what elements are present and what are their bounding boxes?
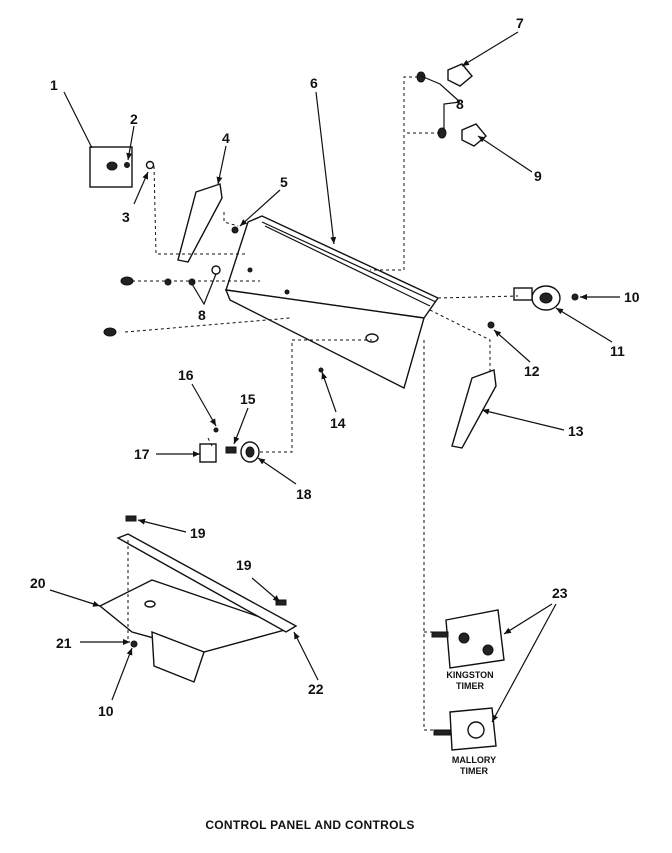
callout-3: 3 (122, 209, 130, 225)
mallory-timer (433, 707, 497, 751)
callout-2: 2 (130, 111, 138, 127)
assembly-lines (124, 76, 519, 731)
callout-16: 16 (178, 367, 194, 383)
callout-7: 7 (516, 15, 524, 31)
callout-19-top: 19 (190, 525, 206, 541)
callout-5: 5 (280, 174, 288, 190)
timer-labels: KINGSTON TIMER MALLORY TIMER (446, 670, 496, 776)
callout-23: 23 (552, 585, 568, 601)
callout-15: 15 (240, 391, 256, 407)
callout-10-right: 10 (624, 289, 640, 305)
callout-21: 21 (56, 635, 72, 651)
callout-6: 6 (310, 75, 318, 91)
lower-left-parts (199, 367, 324, 463)
mounting-bracket (89, 146, 155, 188)
knob-9 (437, 123, 487, 147)
control-panel (224, 215, 440, 390)
switch-11 (513, 285, 579, 311)
callout-11: 11 (610, 343, 625, 359)
callout-17: 17 (134, 446, 150, 462)
callout-12: 12 (524, 363, 540, 379)
kingston-label-1: KINGSTON (446, 670, 493, 680)
callout-8-top: 8 (456, 96, 464, 112)
callout-1: 1 (50, 77, 58, 93)
mallory-label-1: MALLORY (452, 755, 496, 765)
base-plate (98, 515, 298, 683)
callout-20: 20 (30, 575, 46, 591)
callout-4: 4 (222, 130, 230, 146)
callout-18: 18 (296, 486, 312, 502)
callout-8-left: 8 (198, 307, 206, 323)
callout-19-mid: 19 (236, 557, 252, 573)
knob-7 (416, 63, 473, 87)
kingston-timer (431, 609, 505, 669)
diagram-caption: CONTROL PANEL AND CONTROLS (205, 818, 414, 832)
callout-22: 22 (308, 681, 324, 697)
callout-9: 9 (534, 168, 542, 184)
leader-lines (49, 31, 620, 723)
callout-14: 14 (330, 415, 346, 431)
mallory-label-2: TIMER (460, 766, 488, 776)
kingston-label-2: TIMER (456, 681, 484, 691)
left-end-cap (177, 183, 239, 263)
callout-10-bottom: 10 (98, 703, 114, 719)
callout-13: 13 (568, 423, 584, 439)
right-end-cap (451, 321, 497, 449)
callout-labels: 1 2 3 4 5 6 7 8 9 10 11 12 13 14 8 16 15… (30, 15, 640, 719)
